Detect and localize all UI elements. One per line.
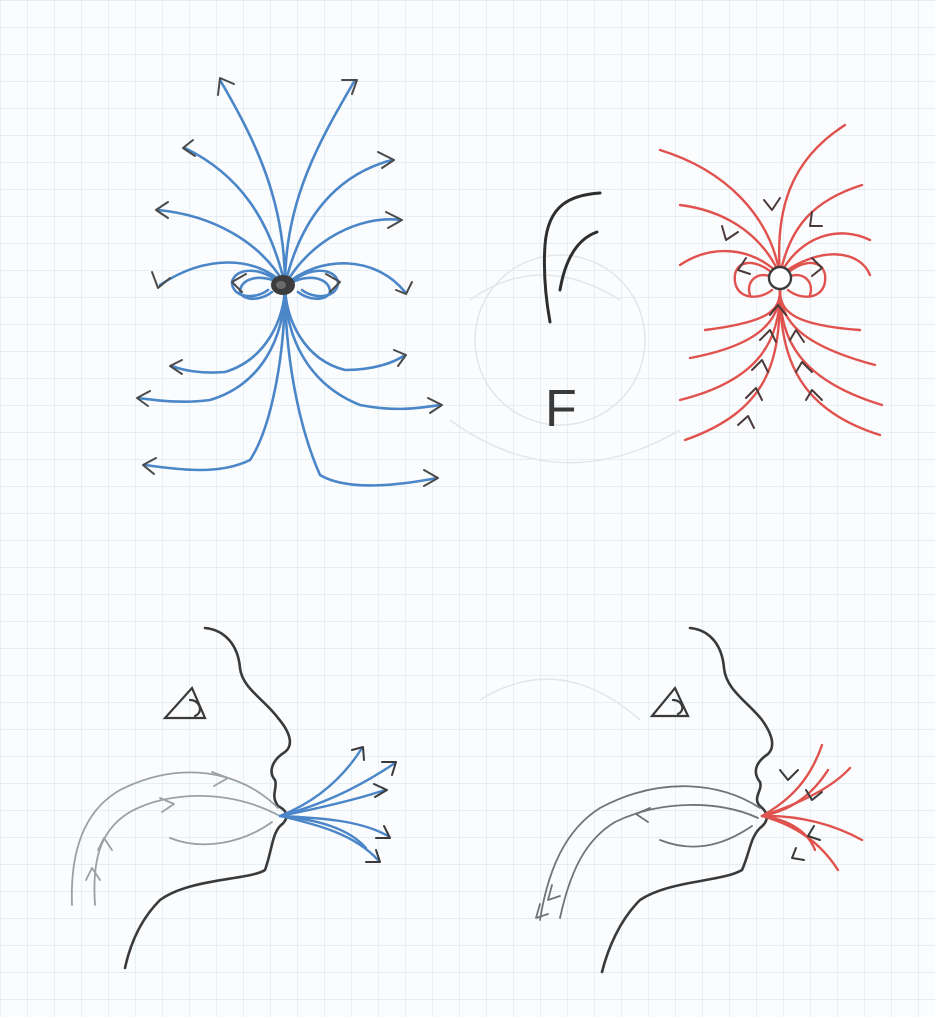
glyph-label: F xyxy=(545,380,577,438)
source-charge xyxy=(271,275,295,295)
sink-charge xyxy=(769,267,791,289)
